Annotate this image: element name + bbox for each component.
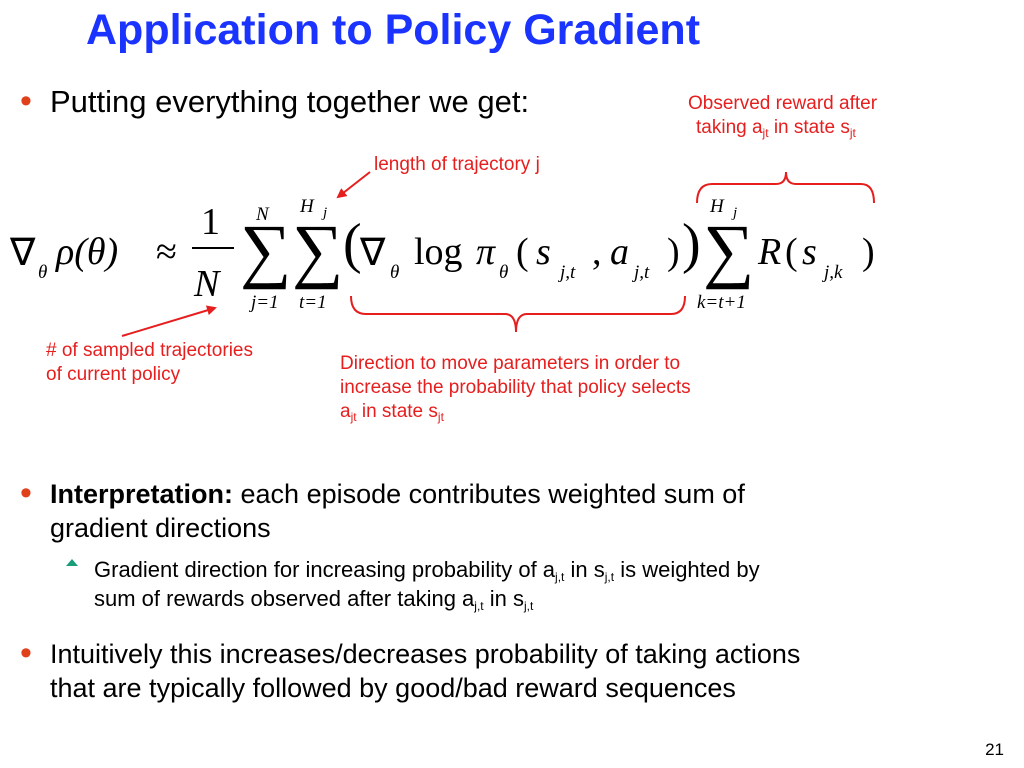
interpretation-line2: gradient directions — [50, 513, 271, 543]
slide-title: Application to Policy Gradient — [86, 6, 701, 54]
bullet3-line2: that are typically followed by good/bad … — [50, 673, 736, 703]
pi-symbol: π — [476, 231, 496, 273]
pi-theta-sub: θ — [499, 262, 509, 283]
sigma-icon: ∑ — [703, 210, 755, 290]
bullet-dot-icon: • — [20, 82, 32, 120]
big-right-paren: ) — [682, 213, 701, 275]
sum3-upper-j: j — [733, 205, 738, 221]
sum1-upper: N — [256, 204, 269, 225]
action-sub-jt: j,t — [634, 262, 650, 283]
action-a: a — [610, 231, 629, 273]
paren-close: ) — [667, 231, 680, 273]
bullet-interpretation: Interpretation: each episode contributes… — [50, 477, 1010, 545]
text-taking-a: taking a — [696, 117, 763, 138]
bullet3-line1: Intuitively this increases/decreases pro… — [50, 639, 801, 669]
text-in-state-s: in state s — [356, 401, 438, 422]
sum2-lower: t=1 — [299, 292, 327, 313]
fraction-denominator: N — [194, 263, 220, 305]
annotation-num-trajectories: # of sampled trajectories of current pol… — [46, 339, 253, 387]
comma: , — [592, 231, 602, 273]
fraction-bar — [192, 247, 234, 249]
rho-theta: ρ(θ) — [56, 231, 119, 273]
annotation-direction-line2: increase the probability that policy sel… — [340, 377, 691, 398]
sum3-upper-h: H — [710, 196, 724, 217]
annotation-direction: Direction to move parameters in order to… — [340, 352, 691, 424]
annotation-num-trajectories-line1: # of sampled trajectories — [46, 340, 253, 361]
fraction-numerator: 1 — [201, 201, 220, 243]
arrow-icon — [336, 171, 371, 199]
log-text: log — [414, 231, 463, 273]
annotation-num-trajectories-line2: of current policy — [46, 364, 181, 385]
bullet-putting-together: Putting everything together we get: — [50, 84, 530, 119]
sum2-upper-h: H — [300, 196, 314, 217]
sub-bullet-line2: sum of rewards observed after taking aj,… — [94, 584, 1014, 613]
arrow-icon — [121, 305, 217, 337]
nabla-symbol: ∇ — [10, 232, 36, 274]
annotation-observed-reward-line1: Observed reward after — [688, 93, 878, 114]
text-a: a — [340, 401, 351, 422]
sub-jt: jt — [762, 126, 769, 140]
approx-symbol: ≈ — [156, 231, 177, 273]
sub-jt: jt — [437, 410, 444, 424]
reward-sub-jk: j,k — [824, 262, 843, 283]
sub-jt: j,t — [604, 570, 615, 584]
page-number: 21 — [985, 740, 1004, 759]
sub-bullet-gradient-direction: Gradient direction for increasing probab… — [94, 555, 1014, 613]
sub-jt: jt — [350, 410, 357, 424]
reward-state-s: s — [802, 231, 817, 273]
text-in-state-s: in state s — [768, 117, 850, 138]
theta-subscript: θ — [38, 262, 48, 283]
interpretation-label: Interpretation: — [50, 479, 234, 509]
sigma-icon: ∑ — [292, 210, 344, 290]
sub-jt: jt — [849, 126, 856, 140]
paren-open: ( — [516, 231, 529, 273]
state-sub-jt: j,t — [560, 262, 576, 283]
sub-jt: j,t — [474, 599, 484, 613]
annotation-trajectory-length: length of trajectory j — [374, 154, 540, 175]
sub-bullet-line1: Gradient direction for increasing probab… — [94, 555, 1014, 584]
bullet-intuitively: Intuitively this increases/decreases pro… — [50, 637, 1020, 705]
sum2-upper-j: j — [323, 205, 328, 221]
sub-bullet-text-3: is weighted by — [614, 557, 760, 582]
sub-bullet-text-4: sum of rewards observed after taking a — [94, 586, 475, 611]
policy-gradient-formula: ∇ θ ρ(θ) ≈ 1 N N ∑ j=1 H j ∑ t=1 ( ∇ θ l… — [0, 0, 1024, 330]
brace-icon — [350, 295, 686, 333]
reward-paren-close: ) — [862, 231, 875, 273]
grad-nabla: ∇ — [360, 232, 386, 274]
bullet-dot-icon: • — [20, 474, 32, 512]
triangle-bullet-icon — [66, 559, 78, 566]
brace-icon — [696, 171, 875, 204]
big-left-paren: ( — [343, 213, 362, 275]
reward-R: R — [758, 231, 782, 273]
sum1-lower: j=1 — [251, 292, 279, 313]
interpretation-line1: Interpretation: each episode contributes… — [50, 477, 1010, 511]
sub-jt: j,t — [555, 570, 565, 584]
reward-paren-open: ( — [785, 231, 798, 273]
annotation-direction-line1: Direction to move parameters in order to — [340, 353, 681, 374]
annotation-observed-reward-line2: taking ajt in state sjt — [688, 116, 877, 140]
bullet-dot-icon: • — [20, 634, 32, 672]
sub-jt: j,t — [524, 599, 534, 613]
sum3-lower: k=t+1 — [697, 292, 746, 313]
state-s: s — [536, 231, 551, 273]
interpretation-text: each episode contributes weighted sum of — [233, 479, 745, 509]
sub-bullet-text-1: Gradient direction for increasing probab… — [94, 557, 556, 582]
sub-bullet-text-5: in s — [483, 586, 524, 611]
grad-theta-sub: θ — [390, 262, 400, 283]
sub-bullet-text-2: in s — [564, 557, 605, 582]
sigma-icon: ∑ — [240, 210, 292, 290]
annotation-direction-line3: ajt in state sjt — [340, 400, 691, 424]
annotation-observed-reward: Observed reward after taking ajt in stat… — [688, 92, 877, 140]
